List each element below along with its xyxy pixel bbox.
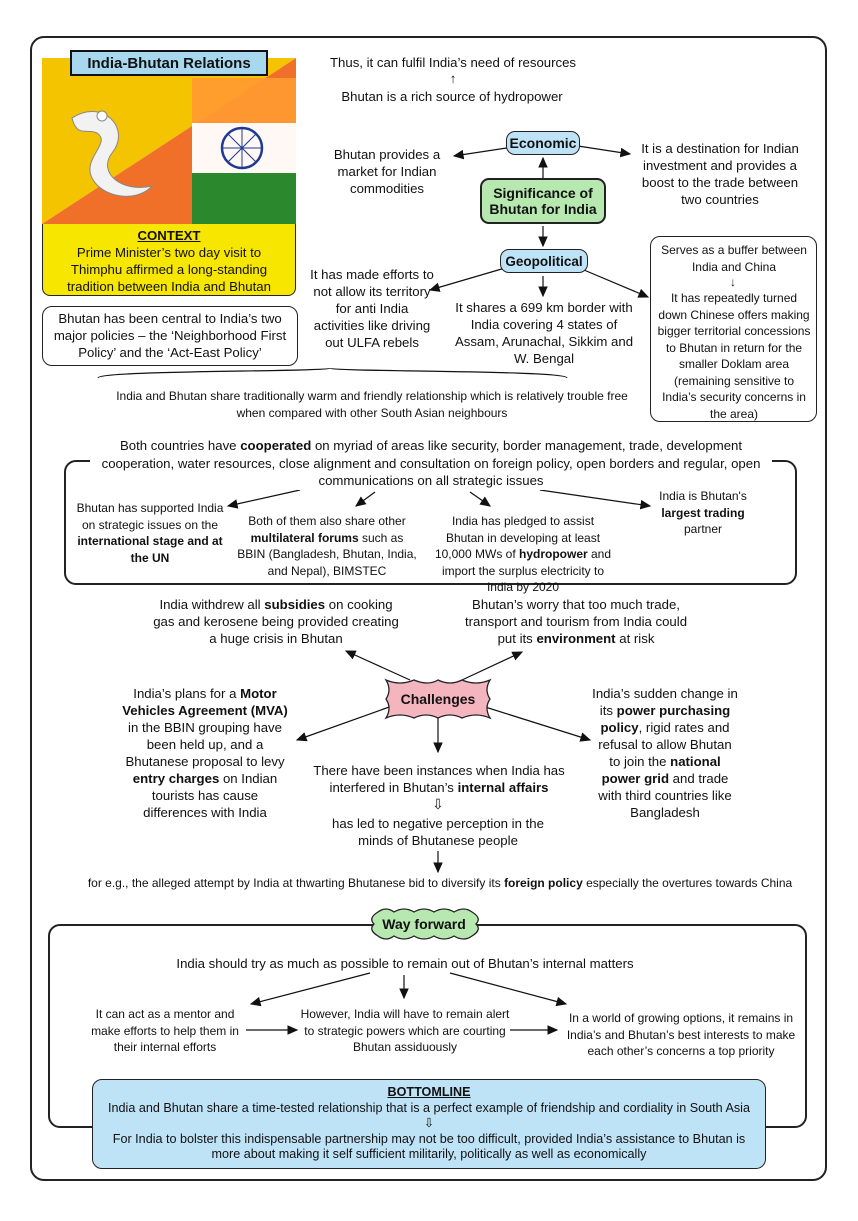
geopolitical-node: Geopolitical <box>500 249 588 273</box>
hydro-pre: India has pledged to assist Bhutan in de… <box>434 514 601 561</box>
trade-partner: India is Bhutan's largest trading partne… <box>650 488 756 538</box>
mva-post: on Indian tourists has cause differences… <box>143 771 278 820</box>
forums-pre: Both of them also share other <box>248 514 406 528</box>
perception-text: has led to negative perception in the mi… <box>332 816 544 848</box>
env-bold: environment <box>536 631 616 646</box>
internal-bold: internal affairs <box>457 780 549 795</box>
internal-pre: There have been instances when India has… <box>313 763 565 795</box>
page-title: India-Bhutan Relations <box>70 50 268 76</box>
hydro-pledge: India has pledged to assist Bhutan in de… <box>432 513 614 596</box>
trade-pre: India is Bhutan's <box>659 489 747 503</box>
mva-bold: Motor Vehicles Agreement (MVA) <box>122 686 288 718</box>
resource-need: Thus, it can fulfil India’s need of reso… <box>329 55 577 70</box>
border-text: It shares a 699 km border with India cov… <box>454 300 634 366</box>
forums-post: such as BBIN (Bangladesh, Bhutan, India,… <box>237 530 417 578</box>
strategic-bold: international stage and at the UN <box>77 534 223 565</box>
challenges-shape <box>384 678 492 720</box>
alert-text: However, India will have to remain alert… <box>300 1007 510 1054</box>
power-text: India’s sudden change in its power purch… <box>592 685 738 821</box>
forums-text: Both of them also share other multilater… <box>236 513 418 579</box>
environment-text: Bhutan’s worry that too much trade, tran… <box>456 596 696 647</box>
up-arrow: ↑ <box>449 71 457 86</box>
forums-bold: multilateral forums <box>250 530 359 545</box>
trade-bold: largest trading <box>661 505 745 520</box>
hydropower-source: Bhutan is a rich source of hydropower <box>341 89 563 104</box>
mentor-text: It can act as a mentor and make efforts … <box>91 1007 239 1054</box>
example-bold: foreign policy <box>504 876 583 890</box>
investment-text: It is a destination for Indian investmen… <box>641 141 799 207</box>
power-mid: , rigid rates and refusal to allow Bhuta… <box>598 720 732 769</box>
down-arrow: ↓ <box>730 275 736 289</box>
central-note-box <box>42 306 298 366</box>
bottomline-line2: For India to bolster this indispensable … <box>112 1131 746 1162</box>
context-text: Prime Minister’s two day visit to Thimph… <box>67 245 271 294</box>
challenges-label: Challenges <box>400 691 476 707</box>
strategic-support: Bhutan has supported India on strategic … <box>76 500 224 566</box>
hollow-arrow-1: ⇩ <box>432 796 444 812</box>
subsidy-pre: India withdrew all <box>159 597 265 612</box>
coop-intro-post: on myriad of areas like security, border… <box>101 438 761 488</box>
bottomline-arrow: ⇩ <box>423 1116 435 1130</box>
coop-intro-pre: Both countries have <box>119 438 241 453</box>
power-post: and trade with third countries like Bang… <box>598 771 732 820</box>
significance-node: Significance of Bhutan for India <box>480 178 606 224</box>
flag-image <box>42 58 296 224</box>
coop-intro-bold: cooperated <box>240 438 312 453</box>
bottomline-box: BOTTOMLINE India and Bhutan share a time… <box>92 1079 766 1169</box>
power-bold: power purchasing policy <box>600 703 731 735</box>
example-post: especially the overtures towards China <box>582 876 793 890</box>
env-pre: Bhutan’s worry that too much trade, tran… <box>464 597 688 646</box>
bottomline-heading: BOTTOMLINE <box>387 1085 471 1099</box>
subsidy-post: on cooking gas and kerosene being provid… <box>153 597 399 646</box>
market-text: Bhutan provides a market for Indian comm… <box>333 147 441 196</box>
china-text: It has repeatedly turned down Chinese of… <box>657 291 811 421</box>
example-text: for e.g., the alleged attempt by India a… <box>60 875 820 892</box>
context-box: CONTEXT Prime Minister’s two day visit t… <box>42 224 296 296</box>
trade-post: partner <box>683 522 723 536</box>
page-frame <box>30 36 827 1181</box>
cooperation-intro: Both countries have cooperated on myriad… <box>90 437 772 490</box>
power-bold2: national power grid <box>601 754 721 786</box>
subsidy-text: India withdrew all subsidies on cooking … <box>152 596 400 647</box>
way-forward-label: Way forward <box>382 916 466 932</box>
economic-node: Economic <box>506 131 580 155</box>
interests-text: In a world of growing options, it remain… <box>566 1011 796 1058</box>
buffer-text: Serves as a buffer between India and Chi… <box>661 243 807 274</box>
bottomline-line1: India and Bhutan share a time-tested rel… <box>108 1100 750 1115</box>
china-box <box>650 236 817 422</box>
ulfa-text: It has made efforts to not allow its ter… <box>310 267 434 350</box>
internal-affairs-text: There have been instances when India has… <box>308 762 570 796</box>
mva-pre: India’s plans for a <box>133 686 241 701</box>
strategic-pre: Bhutan has supported India on strategic … <box>76 501 224 532</box>
summary-text: India and Bhutan share traditionally war… <box>116 389 628 420</box>
mva-mid: in the BBIN grouping have been held up, … <box>125 720 285 769</box>
subsidy-bold: subsidies <box>264 597 326 612</box>
mva-bold2: entry charges <box>132 771 220 786</box>
hydro-post: and import the surplus electricity to In… <box>441 547 612 594</box>
context-heading: CONTEXT <box>137 228 201 243</box>
mva-text: India’s plans for a Motor Vehicles Agree… <box>120 685 290 821</box>
way-forward-shape <box>371 908 479 940</box>
central-note: Bhutan has been central to India’s two m… <box>53 311 287 360</box>
example-pre: for e.g., the alleged attempt by India a… <box>87 876 505 890</box>
bhutan-india-flags <box>42 58 296 224</box>
way-forward-main: India should try as much as possible to … <box>176 956 634 971</box>
env-post: at risk <box>615 631 655 646</box>
power-pre: India’s sudden change in its <box>592 686 738 718</box>
hydro-bold: hydropower <box>519 547 588 561</box>
